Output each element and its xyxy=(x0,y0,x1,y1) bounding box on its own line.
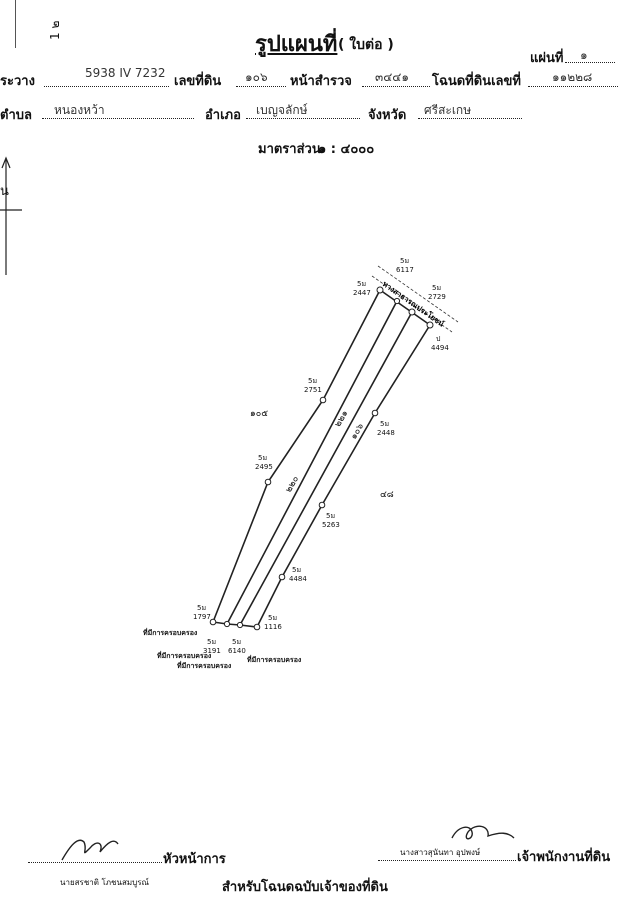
boundary-markers xyxy=(209,286,434,631)
marker-5263 xyxy=(318,501,326,509)
marker-label-5263: 5263 xyxy=(322,521,340,529)
marker-prefix: 5ม xyxy=(258,454,267,462)
parcel-48: ๔๘ xyxy=(380,490,394,500)
deed-no-label: โฉนดที่ดินเลขที่ xyxy=(432,74,521,89)
scale-label: มาตราส่วน xyxy=(258,142,321,157)
north-letter: น xyxy=(0,184,9,199)
marker-prefix: 5ม xyxy=(292,566,301,574)
marker-prefix: 5ม xyxy=(326,512,335,520)
holder-label: ที่มีการครอบครอง xyxy=(177,660,232,670)
survey-page-dots xyxy=(362,86,430,87)
officer-signature xyxy=(451,825,515,840)
holder-label: ที่มีการครอบครอง xyxy=(143,627,198,637)
marker-label-4484: 4484 xyxy=(289,575,307,583)
marker-prefix: 5ม xyxy=(232,638,241,646)
survey-page-value: ๓๔๔๑ xyxy=(375,70,409,84)
marker-label-2448: 2448 xyxy=(377,429,395,437)
marker-2495 xyxy=(264,478,272,486)
marker-label-6117: 6117 xyxy=(396,266,414,274)
holder-label: ที่มีการครอบครอง xyxy=(247,654,302,664)
page-subtitle: ( ใบต่อ ) xyxy=(338,37,394,53)
marker-label-1797: 1797 xyxy=(193,613,211,621)
marker-prefix: 5ม xyxy=(400,257,409,265)
sheet-dots xyxy=(565,62,615,63)
land-no-dots xyxy=(236,86,286,87)
marker-prefix: 5ม xyxy=(380,420,389,428)
marker-prefix: 5ม xyxy=(268,614,277,622)
marker-1797 xyxy=(209,618,217,626)
land-no-value: ๑๐๖ xyxy=(245,70,268,84)
chief-label: หัวหน้าการ xyxy=(163,852,226,867)
marker-prefix: ป xyxy=(436,335,441,343)
deed-no-value: ๑๑๒๒๘ xyxy=(552,70,593,84)
marker-4484 xyxy=(278,573,286,581)
marker-prefix: 5ม xyxy=(207,638,216,646)
marker-prefix: 5ม xyxy=(357,280,366,288)
subdistrict-value: หนองหว้า xyxy=(54,103,105,117)
holder-label: ที่มีการครอบครอง xyxy=(157,650,212,660)
marker-prefix: 5ม xyxy=(432,284,441,292)
parcel-220: ๒๒๐ xyxy=(284,475,301,495)
marker-label-6140: 6140 xyxy=(228,647,246,655)
page-title: รูปแผนที่ xyxy=(255,32,338,57)
marker-2751 xyxy=(319,396,327,404)
marker-labels: 5ม 6117 5ม 2447 5ม 2729 ป 4494 5ม 2751 5… xyxy=(193,257,449,655)
marker-2448 xyxy=(371,409,379,417)
province-dots xyxy=(418,118,522,119)
parcel-105: ๑๐๕ xyxy=(250,409,268,419)
grid-value: 5938 IV 7232 xyxy=(85,66,166,80)
holder-labels: ที่มีการครอบครอง ที่มีการครอบครอง ที่มีก… xyxy=(143,627,302,670)
parcel-221: ๒๒๑ xyxy=(333,409,350,429)
marker-label-4494: 4494 xyxy=(431,344,449,352)
north-arrow xyxy=(0,156,22,275)
parcel-boundaries xyxy=(212,289,431,628)
marker-prefix: 5ม xyxy=(308,377,317,385)
sheet-value: ๑ xyxy=(580,48,588,62)
marker-3191 xyxy=(223,620,231,628)
marker-4494 xyxy=(426,321,434,329)
officer-name: นางสาวสุนันทา อุปพงษ์ xyxy=(400,848,481,857)
subdistrict-dots xyxy=(42,118,194,119)
subdistrict-label: ตำบล xyxy=(0,108,32,123)
district-label: อำเภอ xyxy=(205,108,241,123)
deed-no-dots xyxy=(528,86,618,87)
footer-note: สำหรับโฉนดฉบับเจ้าของที่ดิน xyxy=(222,880,388,895)
district-dots xyxy=(246,118,360,119)
corner-line xyxy=(15,0,16,48)
officer-dots xyxy=(378,860,516,861)
marker-1116 xyxy=(253,623,261,631)
marker-6140 xyxy=(236,621,244,629)
marker-label-2751: 2751 xyxy=(304,386,322,394)
marker-label-2729: 2729 xyxy=(428,293,446,301)
scale-value: ๑ : ๔๐๐๐ xyxy=(318,142,375,157)
marker-prefix: 5ม xyxy=(197,604,206,612)
marker-2447 xyxy=(376,286,384,294)
survey-page-label: หน้าสำรวจ xyxy=(290,74,352,89)
parcel-numbers: ๑๐๕ ๑๐๖ ๒๒๑ ๒๒๐ ๔๘ xyxy=(250,409,394,500)
marker-road-a xyxy=(393,297,401,305)
chief-signature xyxy=(61,839,119,861)
road xyxy=(371,265,459,333)
province-label: จังหวัด xyxy=(368,108,407,123)
grid-label: ระวาง xyxy=(0,74,35,89)
marker-label-2495: 2495 xyxy=(255,463,273,471)
chief-dots xyxy=(28,862,162,863)
officer-label: เจ้าพนักงานที่ดิน xyxy=(517,850,611,865)
land-no-label: เลขที่ดิน xyxy=(174,74,222,89)
marker-label-1116: 1116 xyxy=(264,623,282,631)
district-value: เบญจลักษ์ xyxy=(256,103,308,117)
chief-name: นายสรชาติ โภชนสมบูรณ์ xyxy=(60,878,149,887)
grid-dots xyxy=(44,86,169,87)
province-value: ศรีสะเกษ xyxy=(424,103,472,117)
marker-label-2447: 2447 xyxy=(353,289,371,297)
marker-2729 xyxy=(408,308,416,316)
sheet-label: แผ่นที่ xyxy=(530,51,564,66)
marker-label-3191: 3191 xyxy=(203,647,221,655)
